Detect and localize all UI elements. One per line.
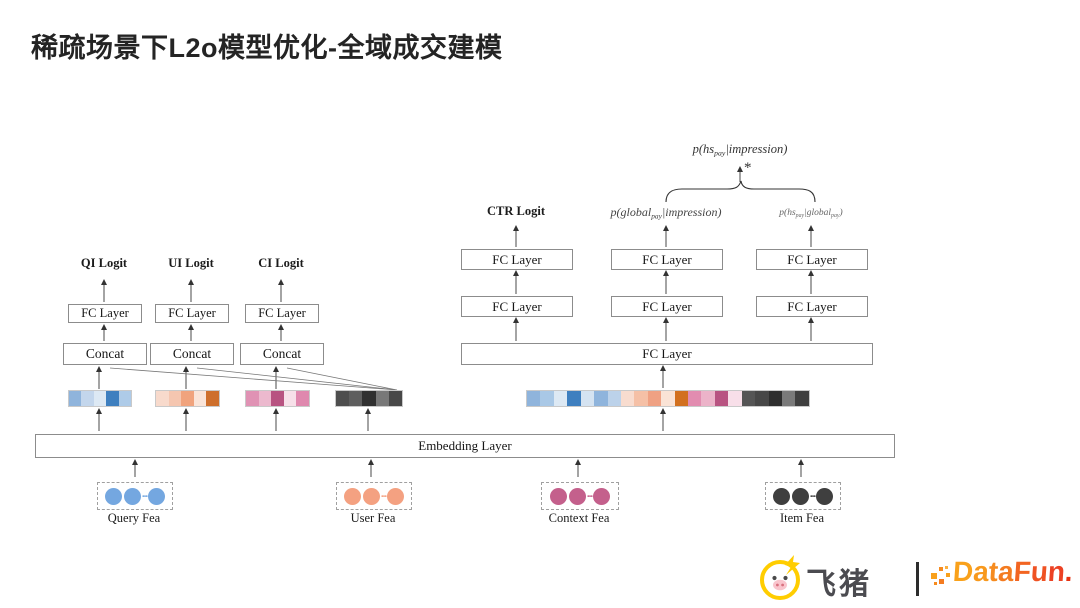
- user-embedding-strip: [155, 390, 220, 407]
- context-embedding-strip: [245, 390, 310, 407]
- item-embedding-strip: [335, 390, 403, 407]
- ui-logit-label: UI Logit: [168, 256, 214, 270]
- user-fea-box: ...: [336, 482, 412, 510]
- p-hspay-impression-label: p(hspay|impression): [692, 142, 788, 158]
- qi-logit-label: QI Logit: [80, 256, 128, 270]
- fc-layer-box-ui: FC Layer: [155, 304, 229, 323]
- fc-layer-box-ctr-top: FC Layer: [461, 249, 573, 270]
- fc-layer-box-ctr-bottom: FC Layer: [461, 296, 573, 317]
- ctr-logit-label: CTR Logit: [487, 204, 545, 218]
- p-hspay-globalpay-label: p(hspay|globalpay): [779, 208, 843, 220]
- user-fea-label: User Fea: [350, 511, 396, 525]
- ci-logit-label: CI Logit: [258, 256, 304, 270]
- concat-box-qi: Concat: [63, 343, 147, 365]
- logo-separator: [916, 562, 919, 596]
- context-fea-label: Context Fea: [548, 511, 610, 525]
- datafun-pixels-icon: [931, 565, 953, 589]
- query-fea-box: ...: [97, 482, 173, 510]
- datafun-wordmark: DataFun.: [951, 556, 1074, 587]
- query-fea-label: Query Fea: [107, 511, 161, 525]
- fliggy-wordmark: 飞猪: [806, 568, 872, 601]
- shared-embedding-strip: [526, 390, 810, 407]
- fc-layer-box-hs-bottom: FC Layer: [756, 296, 868, 317]
- fc-layer-box-ci: FC Layer: [245, 304, 319, 323]
- asterisk-label: *: [744, 160, 752, 176]
- fliggy-logo-icon: [756, 554, 804, 602]
- fc-layer-box-qi: FC Layer: [68, 304, 142, 323]
- fc-layer-box-hs-top: FC Layer: [756, 249, 868, 270]
- concat-box-ui: Concat: [150, 343, 234, 365]
- item-fea-box: ...: [765, 482, 841, 510]
- fc-layer-box-global-bottom: FC Layer: [611, 296, 723, 317]
- p-globalpay-impression-label: p(globalpay|impression): [610, 205, 722, 221]
- embedding-layer-box: Embedding Layer: [35, 434, 895, 458]
- item-fea-label: Item Fea: [779, 511, 825, 525]
- fc-layer-box-global-top: FC Layer: [611, 249, 723, 270]
- slide-title: 稀疏场景下L2o模型优化-全域成交建模: [31, 33, 503, 63]
- shared-fc-layer-box: FC Layer: [461, 343, 873, 365]
- brace: [665, 180, 816, 203]
- concat-box-ci: Concat: [240, 343, 324, 365]
- query-embedding-strip: [68, 390, 132, 407]
- context-fea-box: ...: [541, 482, 619, 510]
